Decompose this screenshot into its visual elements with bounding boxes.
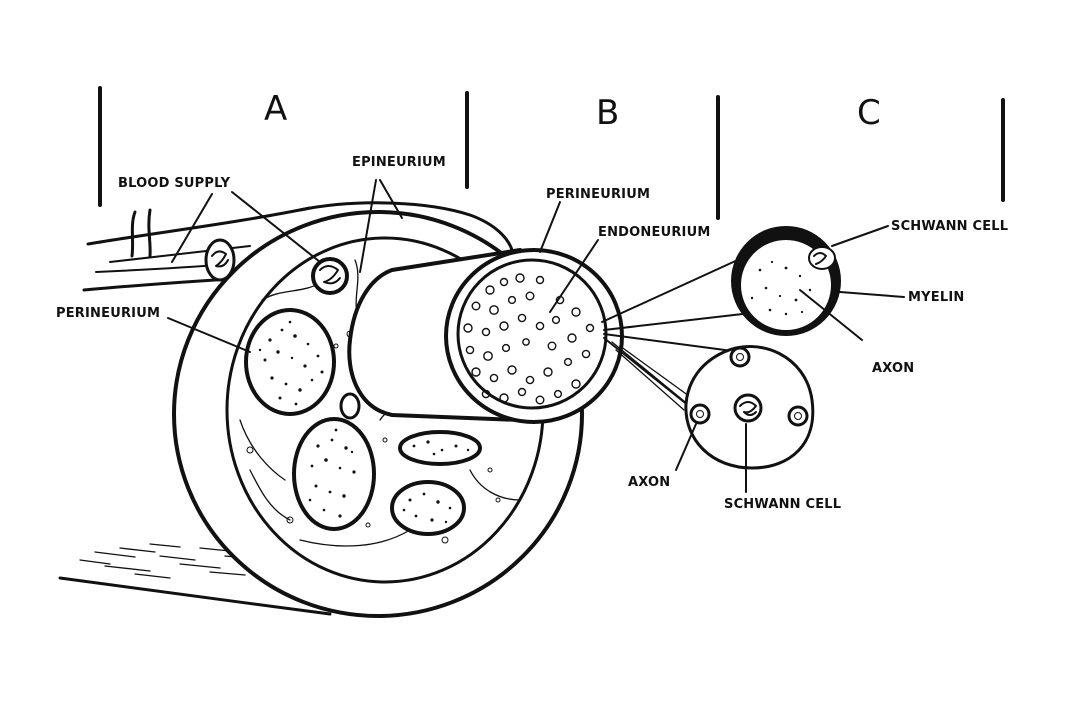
intraneural-vessel: [311, 257, 349, 295]
section-label-c: C: [857, 93, 881, 133]
fascicle: [292, 417, 376, 531]
axon-pocket: [729, 346, 751, 368]
label-epineurium: EPINEURIUM: [352, 155, 446, 170]
label-perineurium-left: PERINEURIUM: [56, 306, 160, 321]
label-blood-supply: BLOOD SUPPLY: [118, 176, 231, 191]
fascicle: [244, 308, 336, 416]
unmyelinated-bundle: [684, 345, 815, 470]
section-label-a: A: [264, 89, 287, 129]
fascicle-face-endoneurium: [456, 258, 608, 410]
myelinated-fiber: [731, 226, 841, 336]
central-axon: [733, 393, 763, 423]
label-schwann-cell-bottom: SCHWANN CELL: [724, 497, 841, 512]
fascicle: [390, 480, 466, 536]
vessel-cross-section: [204, 238, 236, 282]
section-label-b: B: [596, 93, 619, 133]
label-axon-right: AXON: [872, 361, 914, 376]
schwann-cell-nucleus: [808, 246, 836, 270]
leader-lines: [167, 179, 905, 493]
axon-pocket: [787, 405, 809, 427]
label-axon-bottom: AXON: [628, 475, 670, 490]
fascicle: [398, 430, 482, 466]
label-schwann-cell-top: SCHWANN CELL: [891, 219, 1008, 234]
fascicle-cylinder: [347, 248, 624, 424]
label-myelin: MYELIN: [908, 290, 964, 305]
blood-vessel: [82, 206, 312, 292]
label-endoneurium: ENDONEURIUM: [598, 225, 710, 240]
section-dividers: [98, 86, 1005, 220]
label-perineurium-top: PERINEURIUM: [546, 187, 650, 202]
axon-pocket: [689, 403, 711, 425]
nerve-trunk-streak: [58, 543, 332, 616]
